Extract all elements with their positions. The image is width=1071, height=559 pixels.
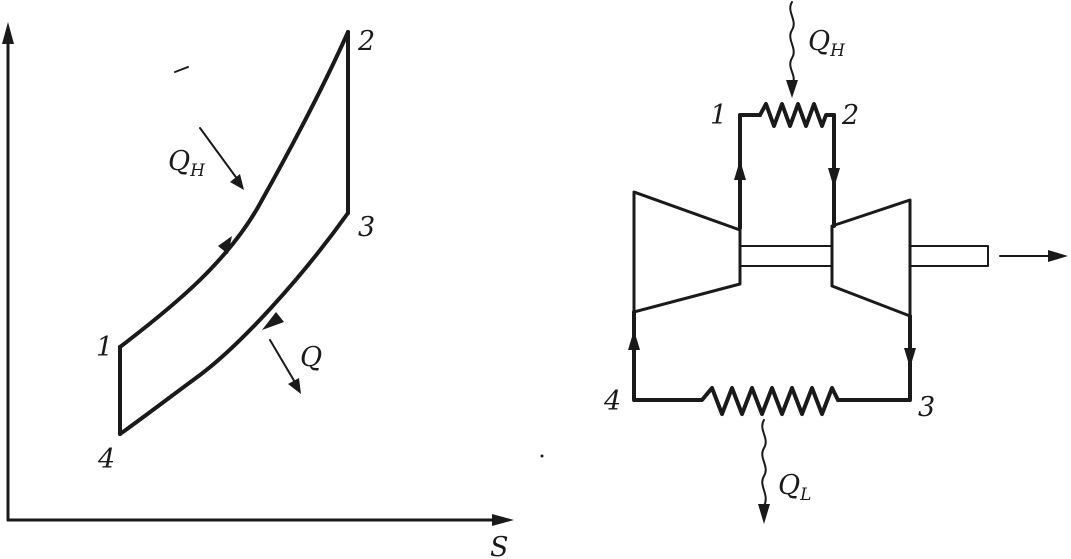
heat-addition-curve-1-2: [118, 30, 350, 349]
cycle-arrow-up: [218, 236, 232, 254]
shaft-between: [739, 245, 833, 267]
flow-arrow-down-right-bottom: [904, 348, 916, 368]
heat-in-wavy-arrow-head: [786, 80, 798, 98]
vertical-axis-arrow: [2, 22, 14, 44]
stray-dot: [540, 454, 544, 458]
heat-in-arrow-head: [230, 174, 244, 190]
ts-diagram: S 1 2 3 4 QH Q: [2, 22, 514, 559]
flow-arrow-down-right: [828, 168, 840, 188]
schematic-point-2: 2: [841, 100, 859, 131]
flow-arrow-up-left: [734, 160, 746, 180]
stray-mark: [174, 66, 189, 73]
turbine: [830, 198, 912, 318]
heat-out-wavy-arrow: [761, 419, 767, 507]
heat-out-arrow-line: [269, 339, 297, 385]
flow-arrow-up-left-bottom: [628, 330, 640, 350]
heater-coil: [758, 102, 836, 128]
cycle-arrow-down: [262, 312, 284, 330]
cooler-coil: [694, 386, 840, 416]
horizontal-axis-arrow: [492, 514, 514, 526]
output-shaft: [909, 245, 989, 267]
compressor: [632, 190, 742, 314]
work-output-arrow-head: [1048, 250, 1068, 262]
pipe-turbine-to-cooler: [836, 314, 912, 402]
heat-in-arrow-line: [199, 127, 239, 181]
cycle-schematic: 1 2 3 4 QH QL: [603, 1, 1068, 524]
ts-heat-in-label: QH: [168, 146, 206, 181]
ts-heat-out-label: Q: [300, 342, 322, 373]
ts-point-1: 1: [96, 332, 113, 363]
heat-out-wavy-arrow-head: [758, 504, 770, 524]
heat-out-arrow-head: [288, 378, 301, 394]
ts-point-2: 2: [357, 26, 375, 57]
s-axis-label: S: [490, 532, 509, 559]
schematic-point-4: 4: [603, 386, 621, 417]
schematic-heat-out-label: QL: [778, 470, 811, 505]
schematic-point-1: 1: [710, 100, 727, 131]
schematic-heat-in-label: QH: [808, 26, 846, 61]
heat-in-wavy-arrow: [789, 1, 795, 85]
heat-rejection-curve-3-4: [118, 211, 350, 436]
ts-point-4: 4: [97, 444, 115, 475]
schematic-point-3: 3: [918, 392, 935, 423]
pipe-compressor-to-heater: [738, 113, 762, 230]
ts-point-3: 3: [358, 212, 375, 243]
pipe-cooler-to-compressor: [632, 310, 698, 402]
